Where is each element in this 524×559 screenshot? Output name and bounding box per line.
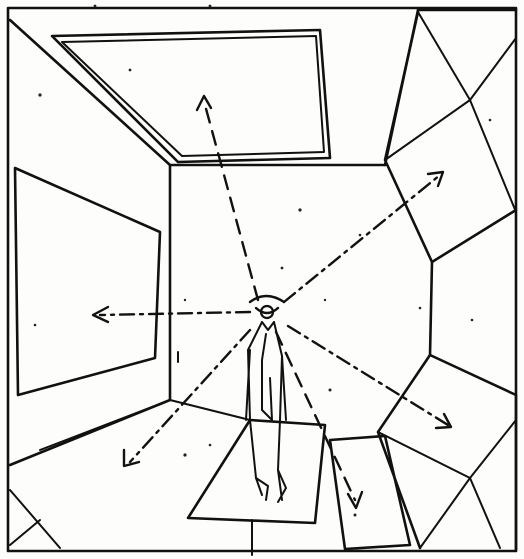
gaze-arrowhead-floor-left: [124, 450, 139, 466]
floor-edges: [10, 400, 250, 548]
gaze-line-floor-left: [130, 330, 250, 462]
floor-platform: [188, 420, 325, 555]
outer-frame: [8, 8, 516, 551]
gaze-line-floor-right: [276, 332, 355, 500]
left-wall-panel: [15, 168, 160, 395]
upper-right-panel: [385, 10, 516, 262]
gaze-line-ceiling: [205, 105, 258, 300]
floor-right-panel: [330, 436, 410, 549]
right-wall-column: [430, 210, 516, 360]
gaze-line-upper-right: [284, 175, 440, 302]
gaze-lines: [93, 96, 451, 508]
gaze-line-left-wall: [100, 312, 250, 315]
observer-figure: [246, 296, 286, 502]
room-edges: [10, 10, 418, 465]
lower-right-panel: [378, 355, 516, 550]
gaze-arrowhead-ceiling: [197, 96, 211, 110]
gaze-line-lower-right: [288, 326, 448, 425]
